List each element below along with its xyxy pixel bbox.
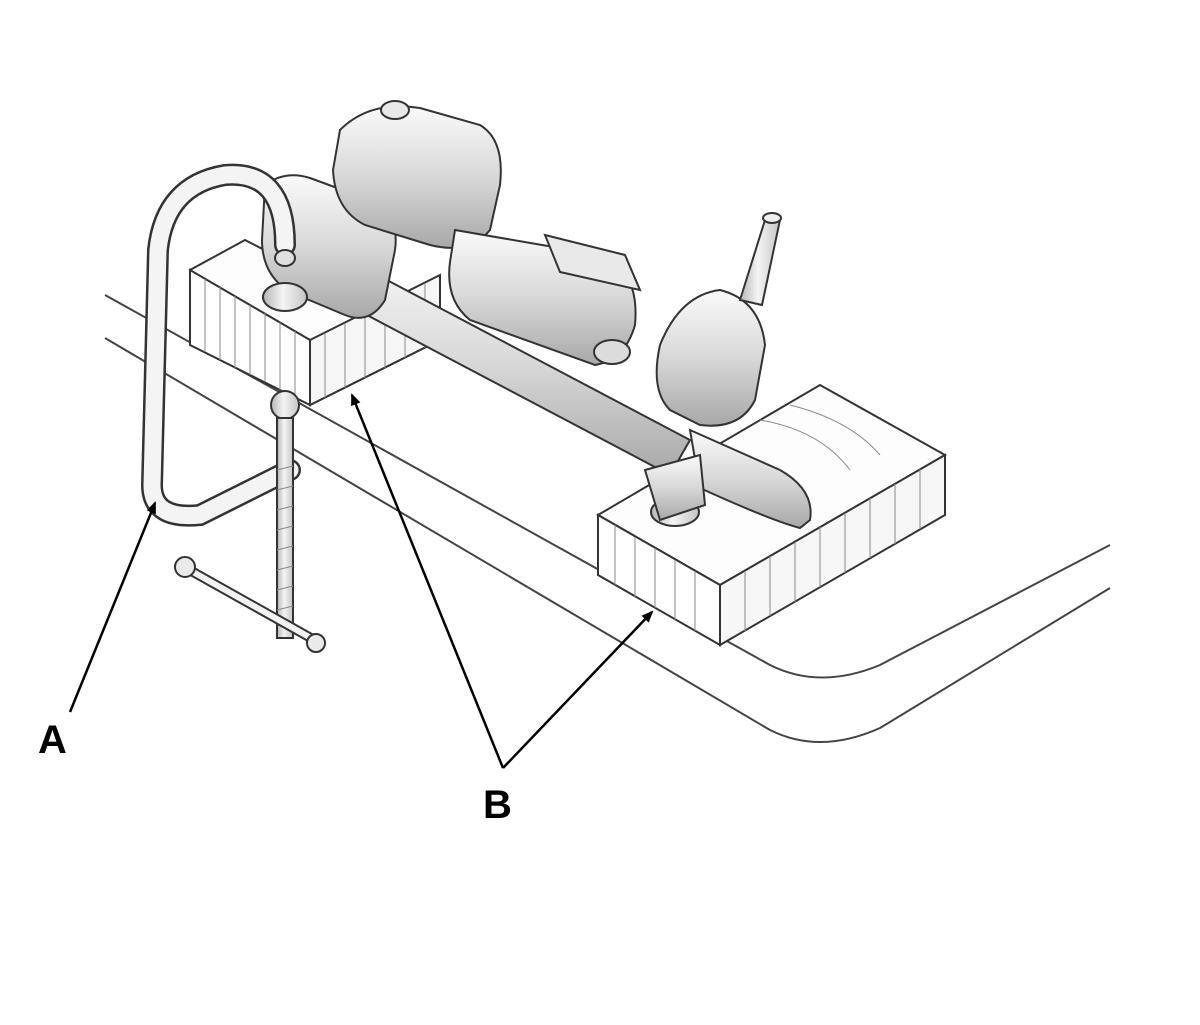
steering-gear-assembly (260, 100, 812, 530)
callout-label-b: B (483, 783, 512, 827)
leader-b-left (350, 393, 505, 769)
leader-a (68, 501, 157, 713)
rack-end-right (688, 428, 812, 530)
workbench (104, 294, 1111, 743)
input-shaft-tip (762, 212, 782, 224)
pinion-housing (655, 288, 767, 427)
c-clamp-handle-knob-right (306, 633, 326, 653)
connector-box (543, 233, 642, 292)
workbench-top-edge (104, 294, 1111, 679)
input-shaft (738, 215, 782, 307)
c-clamp-swivel-pad (270, 390, 300, 420)
right-mount-bracket (643, 453, 707, 522)
left-mount-boss (262, 282, 308, 312)
assist-motor-end (593, 339, 631, 365)
workbench-front-edge (104, 337, 1111, 743)
motor-cap (380, 100, 410, 120)
c-clamp-frame-highlight (143, 166, 299, 525)
c-clamp-upper-pad (274, 249, 296, 267)
callout-leaders (68, 393, 654, 769)
callout-label-a: A (38, 718, 67, 762)
c-clamp (140, 163, 326, 653)
leader-b-right (502, 610, 654, 769)
c-clamp-handle-knob-left (174, 556, 196, 578)
